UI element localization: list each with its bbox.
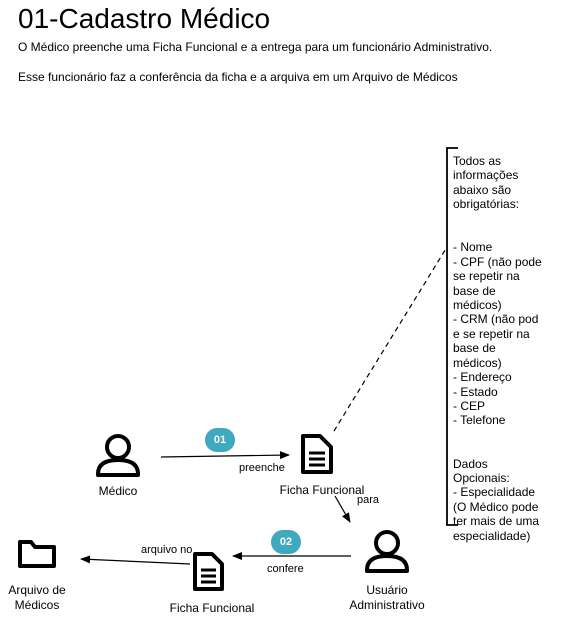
document-icon	[193, 552, 224, 591]
step-badge-01: 01	[205, 428, 235, 452]
person-icon	[96, 434, 140, 477]
description-line-1: O Médico preenche uma Ficha Funcional e …	[18, 40, 493, 54]
edge-label-preenche: preenche	[239, 462, 285, 474]
edge-label-arquivo-no: arquivo no	[141, 544, 193, 556]
folder-icon	[18, 540, 56, 568]
document-icon	[301, 434, 333, 474]
node-label-usuario: Usuário	[366, 583, 408, 597]
person-icon	[365, 530, 409, 573]
edge-preenche	[160, 451, 290, 460]
edge-arquivo-no	[80, 555, 191, 565]
node-label-medico: Médico	[98, 484, 138, 498]
node-label-ficha-funcional-1: Ficha Funcional	[279, 483, 365, 497]
node-label-arquivo-de: Arquivo de	[8, 583, 66, 597]
note-connector	[333, 246, 448, 432]
note-bracket	[446, 147, 458, 526]
edge-label-para: para	[357, 494, 380, 506]
page-title: 01-Cadastro Médico	[18, 3, 271, 34]
edge-para	[334, 495, 351, 523]
step-badge-02: 02	[271, 530, 301, 554]
node-label-administrativo: Administrativo	[349, 598, 425, 612]
description-line-2: Esse funcionário faz a conferência da fi…	[18, 70, 458, 84]
edge-label-confere: confere	[267, 563, 304, 575]
node-label-medicos: Médicos	[14, 598, 60, 612]
node-label-ficha-funcional-2: Ficha Funcional	[169, 601, 255, 615]
note-text: Todos as informações abaixo são obrigató…	[453, 154, 542, 543]
